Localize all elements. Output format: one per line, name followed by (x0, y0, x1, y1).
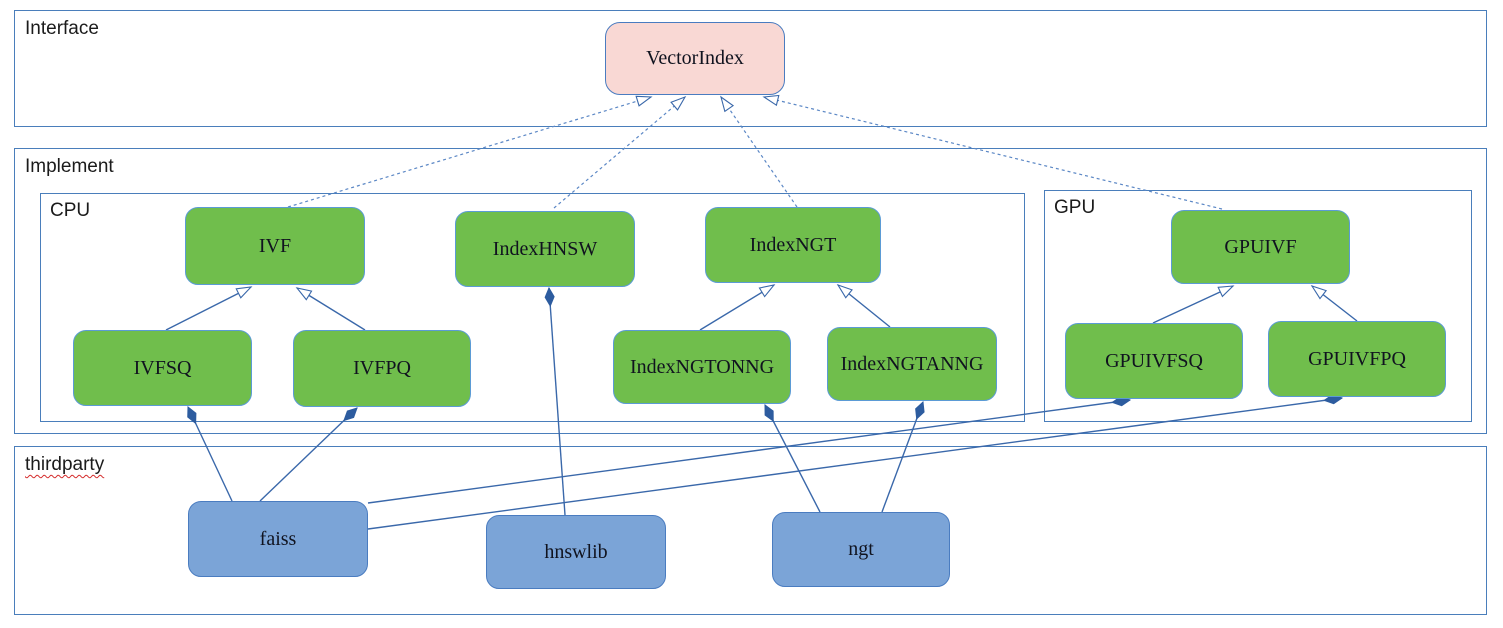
node-gpuivfsq[interactable]: GPUIVFSQ (1065, 323, 1243, 399)
node-ivfsq[interactable]: IVFSQ (73, 330, 252, 406)
section-interface-label: Interface (25, 18, 99, 39)
node-label-indexngtonng: IndexNGTONNG (629, 355, 775, 378)
node-label-gpuivf: GPUIVF (1224, 235, 1297, 258)
node-label-gpuivfpq: GPUIVFPQ (1308, 347, 1406, 370)
node-label-indexngt: IndexNGT (749, 233, 837, 256)
node-label-gpuivfsq: GPUIVFSQ (1105, 349, 1203, 372)
node-ngt[interactable]: ngt (772, 512, 950, 587)
node-gpuivfpq[interactable]: GPUIVFPQ (1268, 321, 1446, 397)
node-vectorindex[interactable]: VectorIndex (605, 22, 785, 95)
node-faiss[interactable]: faiss (188, 501, 368, 577)
node-label-vectorindex: VectorIndex (646, 47, 744, 69)
node-ivfpq[interactable]: IVFPQ (293, 330, 471, 407)
node-label-ivf: IVF (258, 234, 292, 257)
node-label-ivfpq: IVFPQ (353, 357, 411, 379)
node-indexhnsw[interactable]: IndexHNSW (455, 211, 635, 287)
node-indexngt[interactable]: IndexNGT (705, 207, 881, 283)
section-implement-label: Implement (25, 156, 114, 177)
node-label-indexngtanng: IndexNGTANNG (840, 352, 984, 375)
node-label-ivfsq: IVFSQ (133, 356, 192, 379)
node-label-faiss: faiss (259, 527, 297, 550)
node-label-ngt: ngt (848, 538, 874, 560)
node-indexngtonng[interactable]: IndexNGTONNG (613, 330, 791, 404)
node-indexngtanng[interactable]: IndexNGTANNG (827, 327, 997, 401)
section-gpu-label: GPU (1054, 197, 1096, 218)
node-label-hnswlib: hnswlib (544, 540, 608, 563)
node-gpuivf[interactable]: GPUIVF (1171, 210, 1350, 284)
section-thirdparty-label: thirdparty (25, 454, 105, 475)
node-hnswlib[interactable]: hnswlib (486, 515, 666, 589)
section-cpu-label: CPU (50, 200, 91, 221)
node-ivf[interactable]: IVF (185, 207, 365, 285)
node-label-indexhnsw: IndexHNSW (492, 237, 598, 260)
